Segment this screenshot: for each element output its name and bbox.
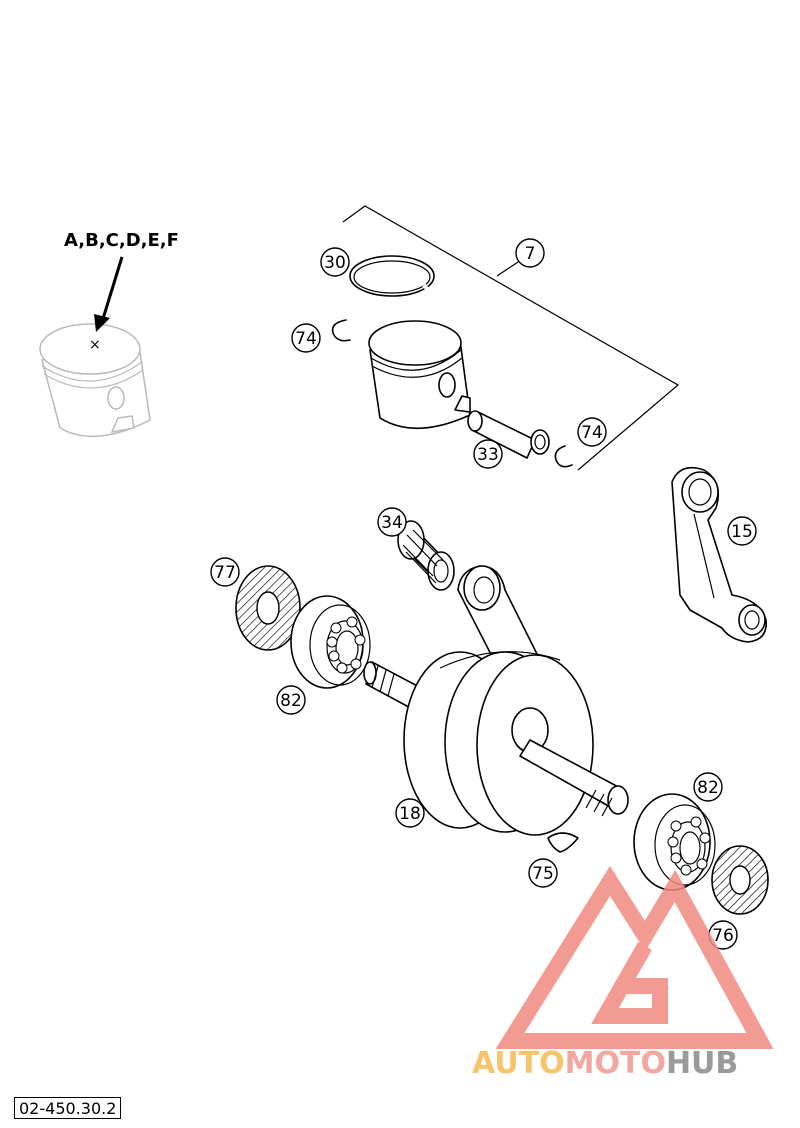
- needle-bearing: [397, 520, 455, 591]
- callout-label: 15: [731, 522, 753, 542]
- callout-label: 34: [381, 513, 403, 533]
- callout-label: 33: [477, 445, 499, 465]
- ball-bearing-right: [633, 793, 716, 891]
- callout-label: 7: [525, 244, 536, 264]
- oil-seal-right: [711, 845, 769, 915]
- oil-seal-left: [235, 565, 301, 651]
- callout-label: 76: [712, 926, 734, 946]
- callout-label: 30: [324, 253, 346, 273]
- callout-33: 33: [473, 439, 503, 469]
- callout-77: 77: [210, 557, 240, 587]
- circlip-right: [554, 445, 573, 468]
- callout-label: 75: [532, 864, 554, 884]
- drawing-number: 02-450.30.2: [14, 1097, 122, 1119]
- callout-label: 82: [280, 691, 302, 711]
- callout-74-left: 74: [291, 323, 321, 353]
- callout-7: 7: [515, 238, 545, 268]
- variant-arrow: ×: [89, 256, 124, 353]
- callout-18: 18: [395, 798, 425, 828]
- callout-76: 76: [708, 920, 738, 950]
- connecting-rod: [671, 466, 767, 643]
- piston-pin: [467, 410, 550, 459]
- watermark-logo: [495, 866, 774, 1049]
- piston: [368, 320, 471, 430]
- watermark-part-hub: HUB: [665, 1046, 739, 1081]
- ball-bearing-left: [290, 595, 371, 689]
- callout-label: 82: [697, 778, 719, 798]
- callout-74-right: 74: [577, 417, 607, 447]
- callout-30: 30: [320, 247, 350, 277]
- piston-kit-bracket: [342, 205, 680, 471]
- circlip-left: [331, 319, 351, 342]
- watermark-part-auto: AUTO: [472, 1046, 565, 1081]
- callout-label: 74: [295, 329, 317, 349]
- watermark-text: AUTOMOTOHUB: [472, 1046, 738, 1081]
- woodruff-key: [547, 832, 579, 853]
- callout-label: 18: [399, 804, 421, 824]
- svg-text:×: ×: [89, 337, 101, 353]
- callout-label: 74: [581, 423, 603, 443]
- callout-34: 34: [377, 507, 407, 537]
- reference-piston-drawing: [39, 323, 151, 438]
- callout-label: 77: [214, 563, 236, 583]
- callout-82-left: 82: [276, 685, 306, 715]
- crankshaft: [363, 565, 629, 836]
- variant-label: A,B,C,D,E,F: [64, 230, 179, 251]
- piston-ring: [349, 255, 435, 297]
- callout-15: 15: [727, 516, 757, 546]
- watermark-part-moto: MOTO: [564, 1046, 666, 1081]
- callout-82-right: 82: [693, 772, 723, 802]
- callout-75: 75: [528, 858, 558, 888]
